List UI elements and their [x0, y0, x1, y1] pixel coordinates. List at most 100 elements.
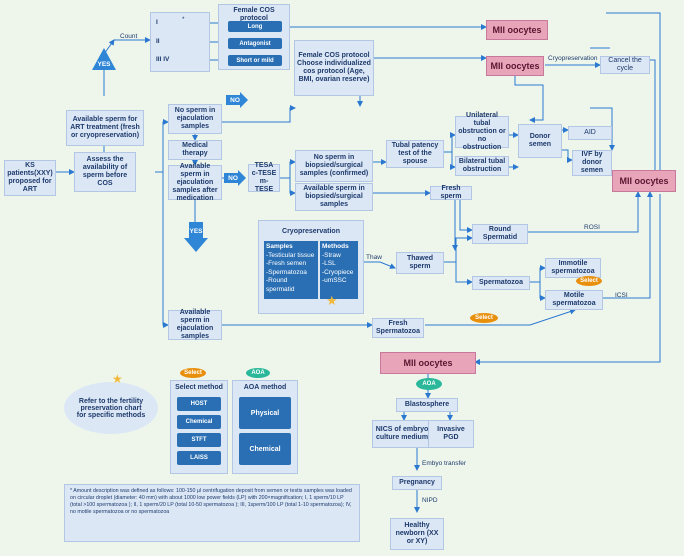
rosi-label: ROSI	[584, 224, 600, 231]
tubal-test-box: Tubal patency test of the spouse	[386, 140, 444, 168]
medical-therapy-label: Medical therapy	[182, 142, 208, 157]
cos-long-badge: Long	[228, 21, 282, 32]
blastosphere-box: Blastosphere	[396, 398, 458, 412]
cryopreservation-arrow-label: Cryopreservation	[548, 55, 598, 62]
nics-box: NICS of embryo culture medium	[372, 420, 432, 448]
aoa-method-item: Physical	[239, 397, 291, 429]
thaw-label: Thaw	[366, 254, 382, 261]
cos-grade-1: I	[156, 19, 158, 26]
immotile-box: Immotile spermatozoa	[545, 258, 601, 278]
cryo-methods-box: Methods -Straw -LSL -Cryopiece -umSSC	[320, 241, 358, 299]
cancel-cycle-label: Cancel the cycle	[608, 57, 642, 72]
medical-therapy-box: Medical therapy	[168, 140, 222, 160]
thawed-sperm-label: Thawed sperm	[406, 255, 434, 270]
cancel-cycle-box: Cancel the cycle	[600, 56, 650, 74]
thawed-sperm-box: Thawed sperm	[396, 252, 444, 274]
select-method-item: STFT	[177, 433, 221, 447]
aoa-method-title: AOA method	[243, 384, 287, 391]
aoa-badge-legend: AOA	[246, 368, 270, 378]
cryo-title: Cryopreservation	[282, 228, 340, 235]
footnote-box: * Amount description was defined as foll…	[64, 484, 360, 542]
cryo-sample-item: -Fresh semen	[266, 260, 307, 267]
cryo-sample-item: -Round spermatid	[266, 277, 295, 293]
no-arrow-2	[224, 170, 246, 186]
no-label-2: NO	[228, 174, 238, 182]
female-cos-choose-label: Female COS protocol Choose individualize…	[297, 52, 371, 83]
ivf-donor-box: IVF by donor semen	[572, 150, 612, 176]
no-sperm-biopsied-box: No sperm in biopsied/surgical samples (c…	[295, 150, 373, 182]
available-biopsied-label: Available sperm in biopsied/surgical sam…	[303, 185, 365, 208]
ks-patients-label: KS patients(XXY) proposed for ART	[7, 162, 53, 193]
pregnancy-box: Pregnancy	[392, 476, 442, 490]
motile-label: Motile spermatozoa	[552, 292, 596, 307]
yes-label-2: YES	[189, 227, 203, 235]
round-spermatid-box: Round Spermatid	[472, 224, 528, 244]
mii-oocytes-2: MII oocytes	[486, 56, 544, 76]
cos-grade-2: II	[156, 38, 160, 45]
cos-grade-3: III IV	[156, 56, 170, 63]
bilateral-box: Bilateral tubal obstruction	[455, 156, 509, 176]
icsi-label: ICSI	[615, 292, 628, 299]
yes-arrow-2	[184, 222, 208, 252]
available-sperm-art-label: Available sperm for ART treatment (fresh…	[70, 116, 140, 139]
blastosphere-label: Blastosphere	[404, 401, 450, 408]
select-method-item: LAISS	[177, 451, 221, 465]
donor-semen-label: Donor semen	[528, 133, 552, 148]
cryo-methods-title: Methods	[322, 243, 349, 250]
no-label-1: NO	[230, 96, 240, 104]
select-badge-2: Select	[470, 313, 498, 323]
motile-box: Motile spermatozoa	[545, 290, 603, 310]
healthy-newborn-label: Healthy newborn (XX or XY)	[395, 522, 439, 545]
aoa-badge-1: AOA	[416, 378, 442, 390]
cos-short-badge: Short or mild	[228, 55, 282, 66]
assess-label: Assess the availability of sperm before …	[82, 156, 128, 187]
aoa-method-item: Chemical	[239, 433, 291, 465]
available-biopsied-box: Available sperm in biopsied/surgical sam…	[295, 183, 373, 211]
cryo-method-item: -LSL	[322, 260, 336, 267]
round-spermatid-label: Round Spermatid	[482, 226, 518, 241]
select-method-item: Chemical	[177, 415, 221, 429]
available-ejac-label: Available sperm in ejaculation samples	[176, 309, 214, 340]
no-sperm-ejac-box: No sperm in ejaculation samples	[168, 104, 222, 134]
cos-antagonist-badge: Antagonist	[228, 38, 282, 49]
star-mark: *	[182, 16, 185, 23]
fresh-sperm-box: Fresh sperm	[430, 185, 472, 200]
star-icon-legend: ★	[112, 372, 123, 386]
yes-label-1: YES	[97, 60, 111, 68]
select-badge-legend: Select	[180, 368, 206, 378]
mii-oocytes-3: MII oocytes	[612, 170, 676, 192]
cos-grade-box	[150, 12, 210, 72]
female-cos-top-label: Female COS protocol	[233, 7, 275, 22]
count-label: Count	[120, 33, 138, 40]
available-ejac-box: Available sperm in ejaculation samples	[168, 309, 222, 340]
mii-oocytes-1: MII oocytes	[486, 20, 548, 40]
healthy-newborn-box: Healthy newborn (XX or XY)	[390, 518, 444, 550]
select-method-item: HOST	[177, 397, 221, 411]
invasive-pgd-label: Invasive PGD	[437, 426, 465, 441]
select-badge-1: Select	[576, 276, 602, 286]
available-after-med-label: Available sperm in ejaculation samples a…	[172, 162, 218, 202]
aid-label: AID	[584, 129, 596, 136]
star-icon: ★	[326, 293, 338, 308]
mii-oocytes-4: MII oocytes	[380, 352, 476, 374]
immotile-label: Immotile spermatozoa	[551, 260, 595, 275]
select-method-panel: Select method HOST Chemical STFT LAISS	[170, 380, 228, 474]
tese-box: TESA c-TESE m-TESE	[248, 162, 280, 193]
embryo-transfer-label: Embyo transfer	[422, 460, 467, 467]
assess-box: Assess the availability of sperm before …	[74, 152, 136, 192]
unilateral-label: Unilateral tubal obstruction or no obstr…	[458, 112, 506, 151]
spermatozoa-label: Spermatozoa	[479, 279, 523, 286]
cryo-method-item: -Straw	[322, 251, 341, 259]
cryo-samples-title: Samples	[266, 243, 293, 250]
no-arrow-1	[226, 92, 248, 108]
select-method-title: Select method	[175, 384, 223, 391]
cryopreservation-panel: Cryopreservation Samples -Testicular tis…	[258, 220, 364, 314]
fresh-spermatozoa-label: Fresh Spermatozoa	[376, 320, 420, 335]
tubal-test-label: Tubal patency test of the spouse	[391, 142, 439, 165]
footnote-text: * Amount description was defined as foll…	[70, 488, 352, 515]
cryo-sample-item: -Testicular tissue	[266, 251, 315, 259]
refer-oval: Refer to the fertility preservation char…	[64, 382, 158, 434]
fresh-spermatozoa-box: Fresh Spermatozoa	[372, 318, 424, 338]
yes-triangle-1	[92, 48, 116, 70]
cryo-method-item: -umSSC	[322, 277, 347, 284]
